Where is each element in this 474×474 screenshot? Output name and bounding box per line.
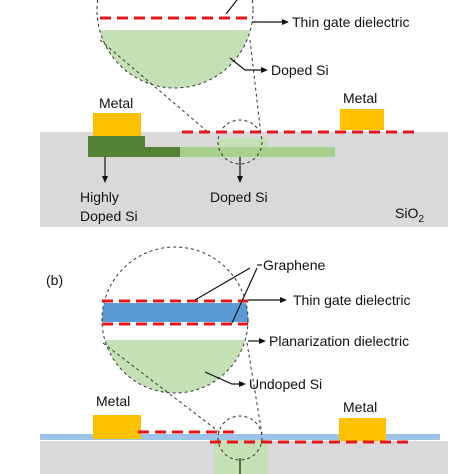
zoom-projection-line-left-a xyxy=(99,39,223,145)
zoom-origin-circle-a xyxy=(217,119,263,165)
undoped-si-channel-b xyxy=(214,440,268,474)
zoom-circle-a xyxy=(96,0,254,89)
doped-si-layer-a xyxy=(180,147,335,157)
leader-top-a xyxy=(225,0,238,15)
highly-doped-si-left-a xyxy=(88,136,145,157)
label-thin-gate-dielectric-b: Thin gate dielectric xyxy=(293,292,411,308)
label-metal-left-b: Metal xyxy=(96,393,130,409)
label-thin-gate-dielectric-a: Thin gate dielectric xyxy=(292,14,410,30)
arrow-doped-si-zoom-a xyxy=(229,57,262,71)
zoom-circle-outline-b xyxy=(101,246,249,394)
panel-a: Thin gate dielectric Doped Si Metal Meta… xyxy=(40,0,448,227)
zoom-circle-outline-a xyxy=(96,0,254,89)
metal-contact-left-b xyxy=(93,415,141,439)
label-undoped-si-b: Undoped Si xyxy=(249,376,322,392)
gate-dielectric-layer-b xyxy=(40,434,440,440)
metal-contact-right-b xyxy=(339,418,386,441)
label-metal-left-a: Metal xyxy=(99,95,133,111)
thin-gate-dielectric-zoom xyxy=(102,303,248,322)
arrow-head-thin-gate-b xyxy=(280,297,287,303)
arrow-head-highly-doped-a xyxy=(102,176,108,183)
label-metal-right-b: Metal xyxy=(343,399,377,415)
arrow-undoped-si-b xyxy=(204,371,240,385)
label-doped-si-zoom-a: Doped Si xyxy=(271,62,329,78)
label-planarization-dielectric-b: Planarization dielectric xyxy=(269,333,409,349)
zoom-circle-b xyxy=(101,246,249,394)
arrow-head-undoped-si-b xyxy=(239,381,246,387)
leader-graphene-2-b xyxy=(231,267,258,324)
panel-b: (b) Graphene Thin gate dielectric Planar… xyxy=(40,246,448,474)
arrow-head-doped-si-zoom-a xyxy=(261,67,268,73)
label-metal-right-a: Metal xyxy=(343,90,377,106)
highly-doped-si-extension-a xyxy=(145,147,180,157)
zoom-projection-line-right-a xyxy=(249,39,263,145)
panel-label-b: (b) xyxy=(46,272,63,288)
arrow-head-planarization-b xyxy=(259,338,266,344)
label-doped-si-a: Doped Si xyxy=(210,189,268,205)
metal-contact-left-a xyxy=(93,113,141,137)
label-graphene-b: Graphene xyxy=(263,257,325,273)
arrow-head-thin-gate-a xyxy=(282,19,289,25)
label-highly-doped-line1-a: Highly xyxy=(80,189,119,205)
arrow-head-doped-si-a xyxy=(237,176,243,183)
label-highly-doped-line2-a: Doped Si xyxy=(80,208,138,224)
leader-graphene-1-b xyxy=(194,267,251,301)
doped-si-channel-a xyxy=(218,138,268,147)
metal-contact-right-a xyxy=(340,109,384,130)
zoom-origin-circle-b xyxy=(217,415,263,461)
zoom-projection-line-left-b xyxy=(102,342,223,435)
label-sio2-a: SiO2 xyxy=(395,205,424,225)
